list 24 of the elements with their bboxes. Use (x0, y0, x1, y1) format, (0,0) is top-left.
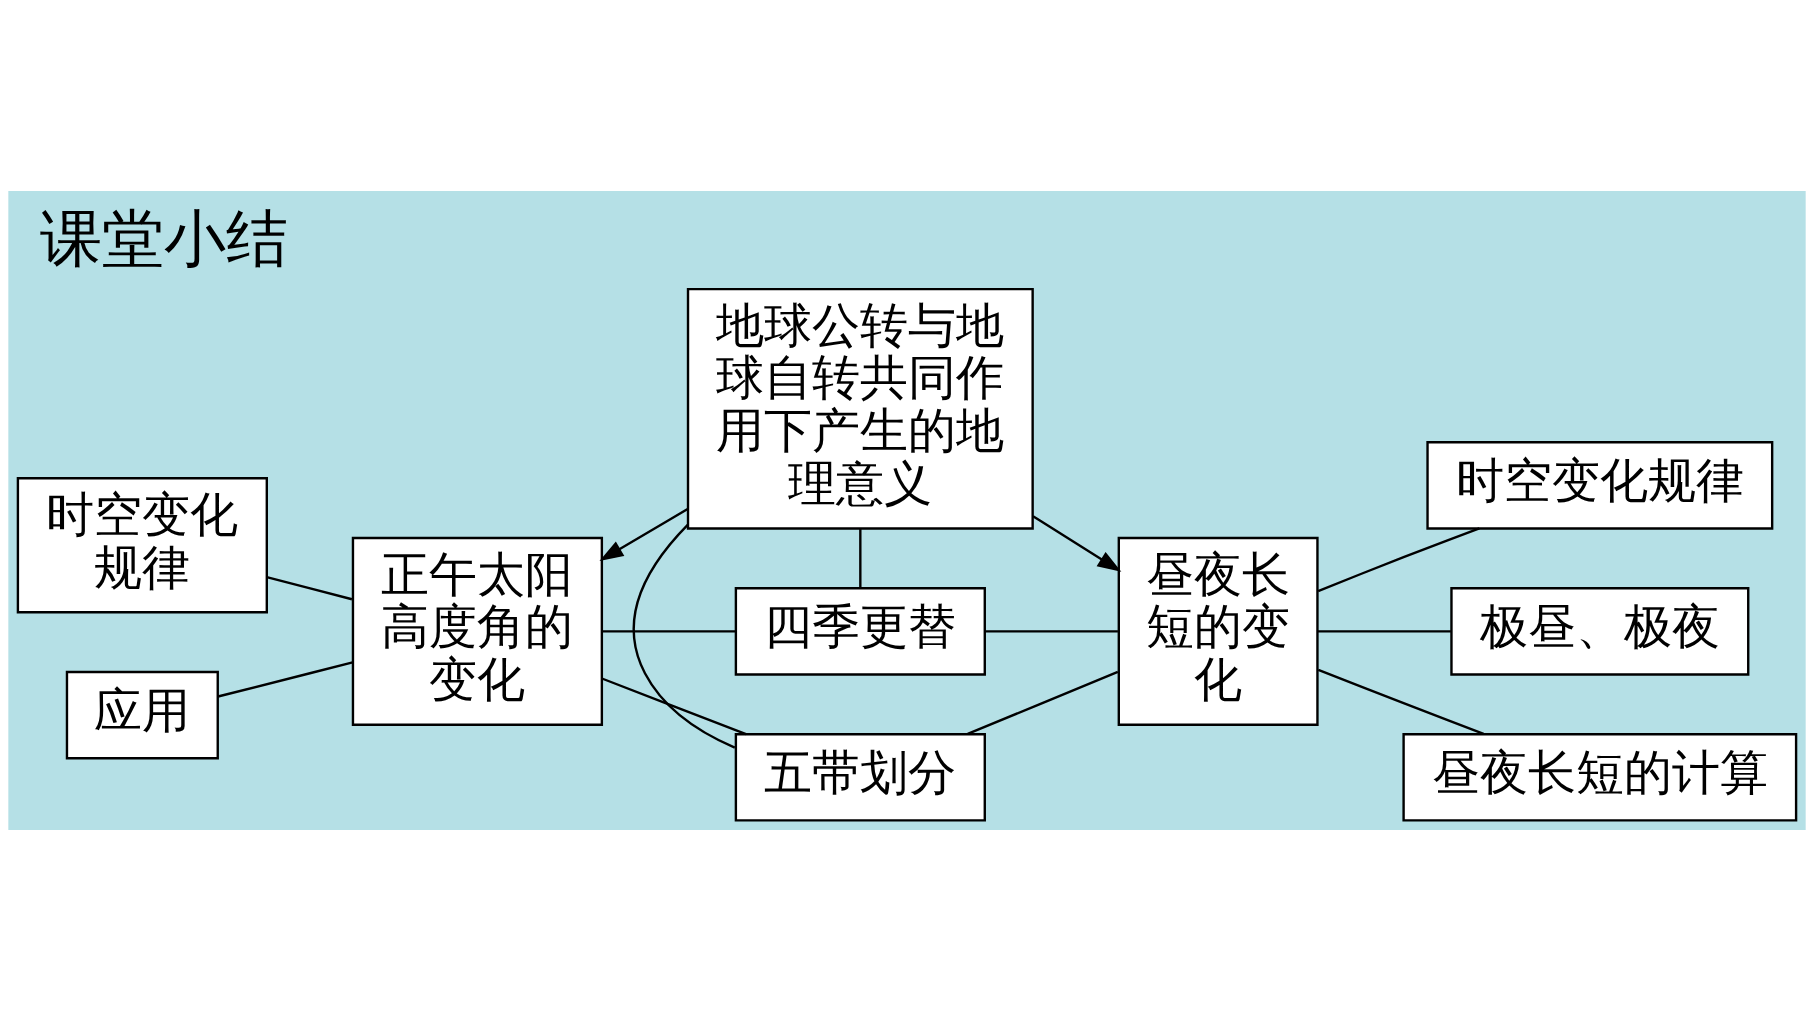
node-box: 极昼、极夜 (1450, 586, 1750, 676)
node-box: 时空变化规律 (1426, 440, 1774, 530)
connector (632, 523, 736, 749)
connector (267, 575, 353, 600)
node-box: 正午太阳高度角的变化 (351, 536, 604, 726)
connector (602, 677, 747, 735)
connector (1317, 629, 1451, 633)
diagram-title: 课堂小结 (39, 201, 288, 275)
connector (1317, 526, 1480, 592)
connector (985, 629, 1118, 633)
connector (859, 528, 862, 588)
node-box: 时空变化规律 (16, 476, 268, 613)
arrow (1032, 514, 1122, 572)
node-box: 地球公转与地球自转共同作用下产生的地理意义 (686, 287, 1034, 530)
connector (1317, 668, 1485, 735)
connector (602, 629, 736, 633)
node-box: 昼夜长短的计算 (1402, 732, 1798, 822)
connector (217, 660, 353, 698)
node-box: 昼夜长短的变化 (1117, 536, 1319, 726)
node-box: 应用 (65, 670, 219, 759)
node-box: 四季更替 (734, 586, 986, 676)
node-box: 五带划分 (734, 732, 986, 822)
connector (967, 670, 1119, 735)
arrow (599, 507, 689, 561)
